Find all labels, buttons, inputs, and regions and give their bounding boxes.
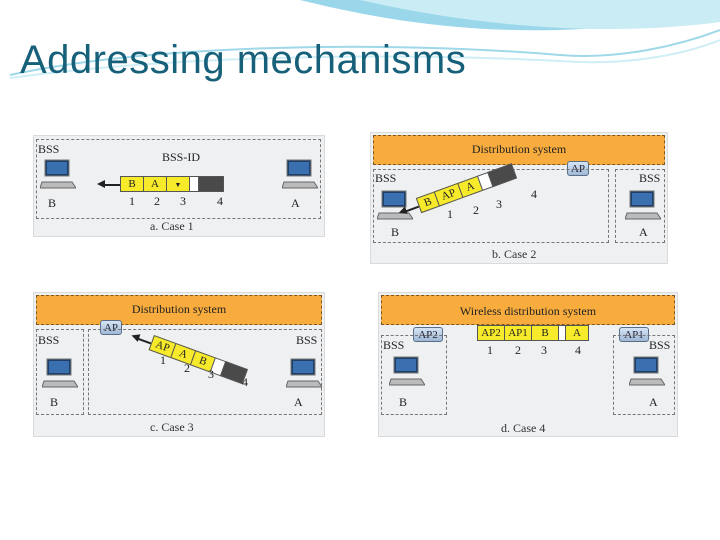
case1-station-a: A: [291, 196, 300, 210]
case3-right-bss-boundary: [88, 329, 322, 415]
laptop-icon: [628, 355, 666, 387]
case3-station-b: B: [50, 395, 59, 409]
frame-payload: [198, 176, 224, 192]
header-swoosh-decoration: [9, 0, 720, 79]
case4-ds-label: Wireless distribution system: [459, 304, 597, 318]
case3-bss-right: BSS: [296, 333, 318, 347]
case2-bss-right: BSS: [639, 171, 661, 185]
case2-num-2: 2: [473, 203, 479, 217]
case2-bss-left: BSS: [375, 171, 397, 185]
case3-caption: c. Case 3: [150, 420, 194, 434]
case2-ds-label: Distribution system: [471, 142, 567, 156]
case3-left-bss-boundary: [36, 329, 84, 415]
case1-num-3: 3: [180, 194, 186, 208]
case2-num-3: 3: [496, 197, 502, 211]
case2-panel: Distribution system AP BSS BSS B A B AP …: [370, 132, 668, 264]
case1-caption: a. Case 1: [150, 219, 194, 233]
case1-num-1: 1: [129, 194, 135, 208]
case1-num-2: 2: [154, 194, 160, 208]
case4-panel: Wireless distribution system AP2 AP1 BSS…: [378, 292, 678, 437]
case1-bss-boundary: [36, 139, 321, 219]
laptop-icon: [281, 158, 319, 190]
case3-num-1: 1: [160, 353, 166, 367]
frame-field-4: A: [565, 325, 589, 341]
case1-bss-label: BSS: [38, 142, 60, 156]
case4-caption: d. Case 4: [501, 421, 546, 435]
case1-frame: B A ▼: [120, 176, 224, 192]
case4-num-4: 4: [575, 343, 581, 357]
case4-station-b: B: [399, 395, 408, 409]
bssid-pointer-icon: ▼: [174, 181, 182, 189]
laptop-icon: [388, 355, 426, 387]
case2-station-a: A: [639, 225, 648, 239]
case3-num-4: 4: [242, 375, 248, 389]
case3-station-a: A: [294, 395, 303, 409]
case4-bss-right: BSS: [649, 338, 671, 352]
case4-frame: AP2 AP1 B A: [477, 325, 589, 341]
case4-bss-left: BSS: [383, 338, 405, 352]
case4-wireless-distribution-system: Wireless distribution system: [381, 295, 675, 325]
case4-num-1: 1: [487, 343, 493, 357]
access-point-icon: AP: [100, 320, 122, 335]
case3-num-3: 3: [208, 367, 214, 381]
frame-field-1: B: [120, 176, 144, 192]
case4-num-3: 3: [541, 343, 547, 357]
case1-bssid-label: BSS-ID: [162, 150, 201, 164]
frame-field-3: B: [531, 325, 559, 341]
case4-station-a: A: [649, 395, 658, 409]
case2-num-4: 4: [531, 187, 537, 201]
frame-field-2: A: [143, 176, 167, 192]
frame-field-2: AP1: [504, 325, 532, 341]
case3-num-2: 2: [184, 361, 190, 375]
case3-ds-label: Distribution system: [131, 302, 227, 316]
laptop-icon: [376, 189, 414, 221]
case1-station-b: B: [48, 196, 57, 210]
case3-distribution-system: Distribution system: [36, 295, 322, 325]
case3-bss-left: BSS: [38, 333, 60, 347]
access-point-2-icon: AP2: [413, 327, 443, 342]
laptop-icon: [41, 357, 79, 389]
case2-caption: b. Case 2: [492, 247, 537, 261]
case2-num-1: 1: [447, 207, 453, 221]
access-point-icon: AP: [567, 161, 589, 176]
slide-title: Addressing mechanisms: [20, 38, 467, 82]
case2-distribution-system: Distribution system: [373, 135, 665, 165]
laptop-icon: [624, 189, 662, 221]
case3-panel: Distribution system AP BSS BSS B A AP A …: [33, 292, 325, 437]
laptop-icon: [285, 357, 323, 389]
laptop-icon: [39, 158, 77, 190]
case4-right-bss-boundary: [613, 335, 675, 415]
case4-num-2: 2: [515, 343, 521, 357]
case2-right-bss-boundary: [615, 169, 665, 243]
case1-num-4: 4: [217, 194, 223, 208]
case2-station-b: B: [391, 225, 400, 239]
frame-field-3: ▼: [166, 176, 190, 192]
access-point-1-icon: AP1: [619, 327, 649, 342]
frame-direction-arrow: [97, 181, 120, 187]
frame-field-1: AP2: [477, 325, 505, 341]
case4-left-bss-boundary: [381, 335, 447, 415]
case1-panel: BSS BSS-ID B A B A ▼ 1 2 3 4 a. Case 1: [33, 135, 325, 237]
